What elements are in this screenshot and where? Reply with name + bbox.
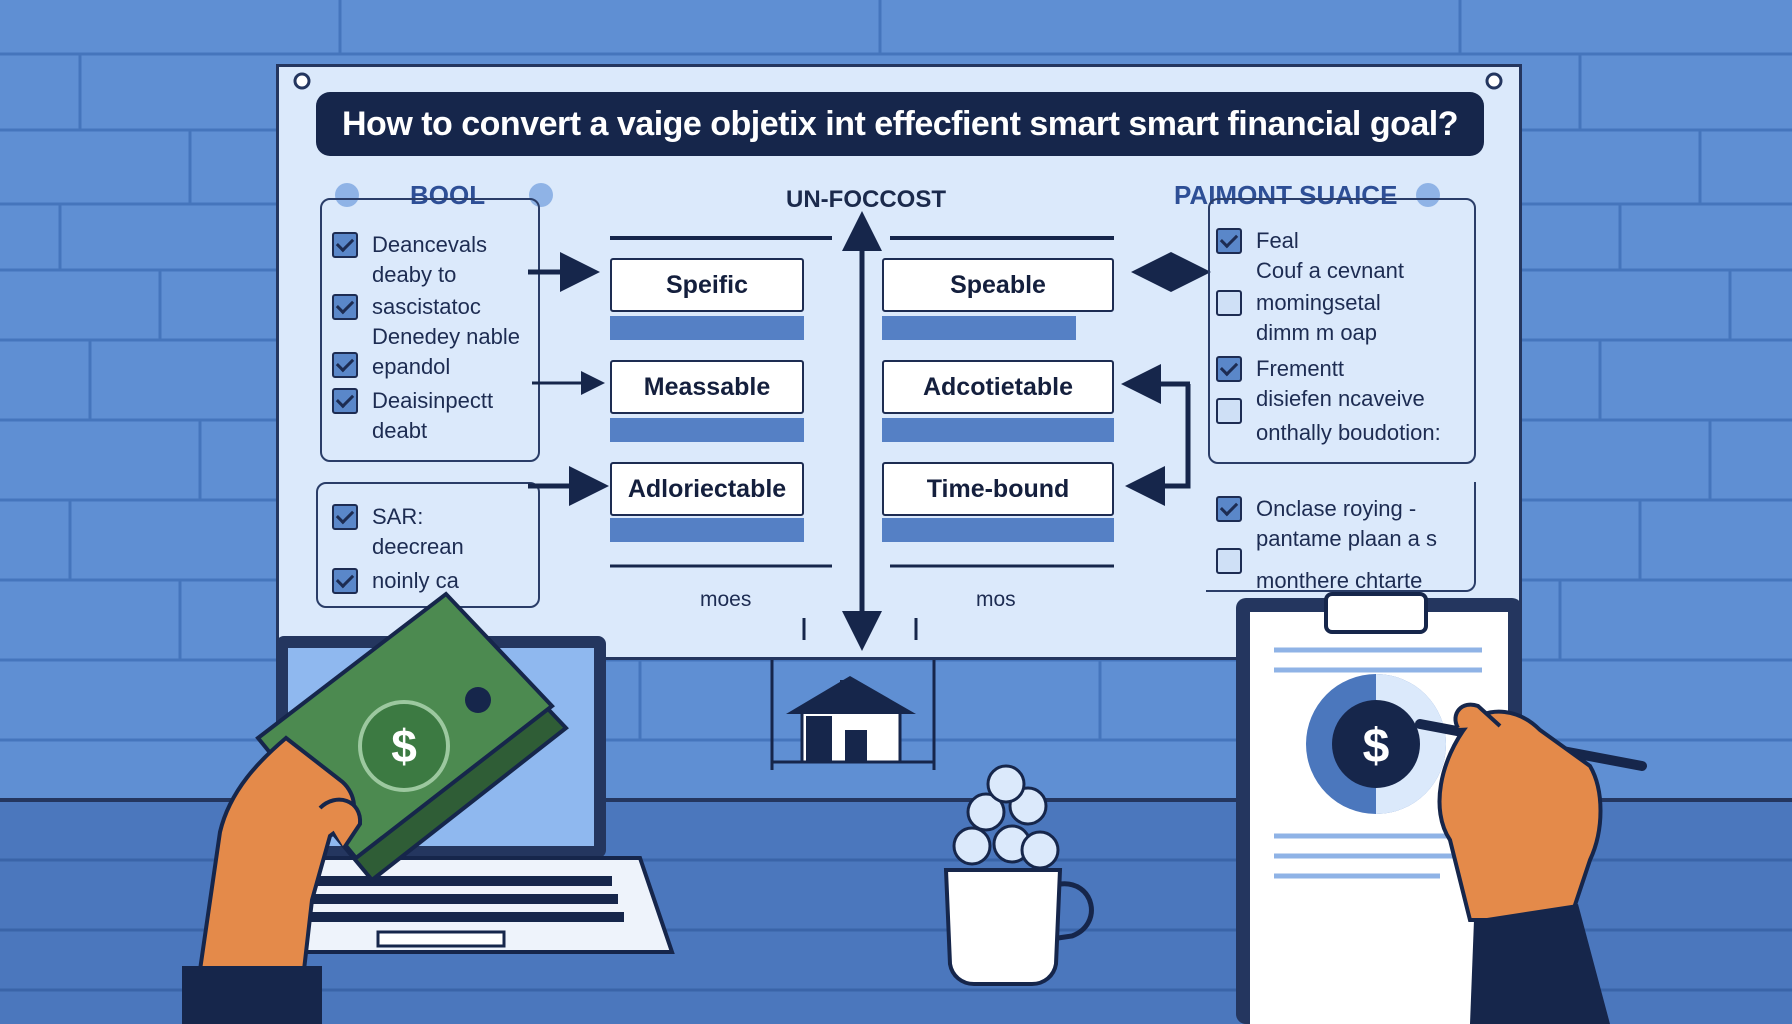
card-base bbox=[610, 316, 804, 340]
checkbox[interactable] bbox=[1216, 290, 1242, 316]
left-item-2[interactable]: sascistatoc bbox=[332, 292, 481, 322]
right-hand-icon bbox=[1415, 702, 1647, 1024]
card-base bbox=[882, 418, 1114, 442]
left-hand-icon bbox=[182, 735, 363, 1024]
checkbox[interactable] bbox=[1216, 228, 1242, 254]
card-base bbox=[882, 518, 1114, 542]
svg-text:$: $ bbox=[1363, 720, 1390, 773]
checkbox[interactable] bbox=[1216, 548, 1242, 574]
checkbox[interactable] bbox=[332, 504, 358, 530]
checkbox[interactable] bbox=[332, 232, 358, 258]
left-item-4[interactable]: Deaisinpectt deabt bbox=[332, 386, 493, 446]
svg-text:$: $ bbox=[391, 720, 417, 772]
left-item-3[interactable]: Denedey nable epandol bbox=[332, 322, 520, 382]
checkbox[interactable] bbox=[332, 388, 358, 414]
card-speable[interactable]: Speable bbox=[882, 258, 1114, 312]
left2-item-1[interactable]: SAR: deecrean bbox=[332, 502, 464, 562]
left-item-1[interactable]: Deancevals deaby to bbox=[332, 230, 487, 290]
card-base bbox=[882, 316, 1076, 340]
coin-mug-icon bbox=[943, 764, 1094, 986]
checkbox[interactable] bbox=[332, 568, 358, 594]
house-icon bbox=[786, 676, 916, 764]
card-time-bound[interactable]: Time-bound bbox=[882, 462, 1114, 516]
checkbox[interactable] bbox=[332, 352, 358, 378]
card-achievable[interactable]: Adloriectable bbox=[610, 462, 804, 516]
left-panel bbox=[320, 198, 540, 462]
right-item-2[interactable]: momingsetal dimm m oap bbox=[1216, 288, 1381, 348]
right2-item-2[interactable]: monthere chtarte bbox=[1216, 544, 1422, 596]
checkbox[interactable] bbox=[332, 294, 358, 320]
center-footer-right: mos bbox=[976, 588, 1016, 611]
card-adcotietable[interactable]: Adcotietable bbox=[882, 360, 1114, 414]
checkbox[interactable] bbox=[1216, 356, 1242, 382]
checkbox[interactable] bbox=[1216, 398, 1242, 424]
card-measurable[interactable]: Meassable bbox=[610, 360, 804, 414]
right-panel bbox=[1208, 198, 1476, 464]
left-panel-heading: BOOL bbox=[410, 180, 486, 210]
center-footer-left: moes bbox=[700, 588, 752, 611]
clipboard-icon: $ bbox=[1236, 592, 1522, 1024]
right-item-3[interactable]: Frementt disiefen ncaveive bbox=[1216, 354, 1425, 414]
card-specific[interactable]: Speific bbox=[610, 258, 804, 312]
left2-item-2[interactable]: noinly ca bbox=[332, 566, 459, 596]
card-base bbox=[610, 418, 804, 442]
page-title: How to convert a vaige objetix int effec… bbox=[316, 92, 1484, 156]
center-heading: UN-FOCCOST bbox=[786, 186, 946, 213]
right-item-1[interactable]: Feal Couf a cevnant bbox=[1216, 226, 1404, 286]
card-base bbox=[610, 518, 804, 542]
right-item-4[interactable]: onthally boudotion: bbox=[1216, 398, 1441, 448]
checkbox[interactable] bbox=[1216, 496, 1242, 522]
right2-item-1[interactable]: Onclase roying - pantame plaan a s bbox=[1216, 494, 1437, 554]
right-panel-2 bbox=[1206, 482, 1476, 592]
